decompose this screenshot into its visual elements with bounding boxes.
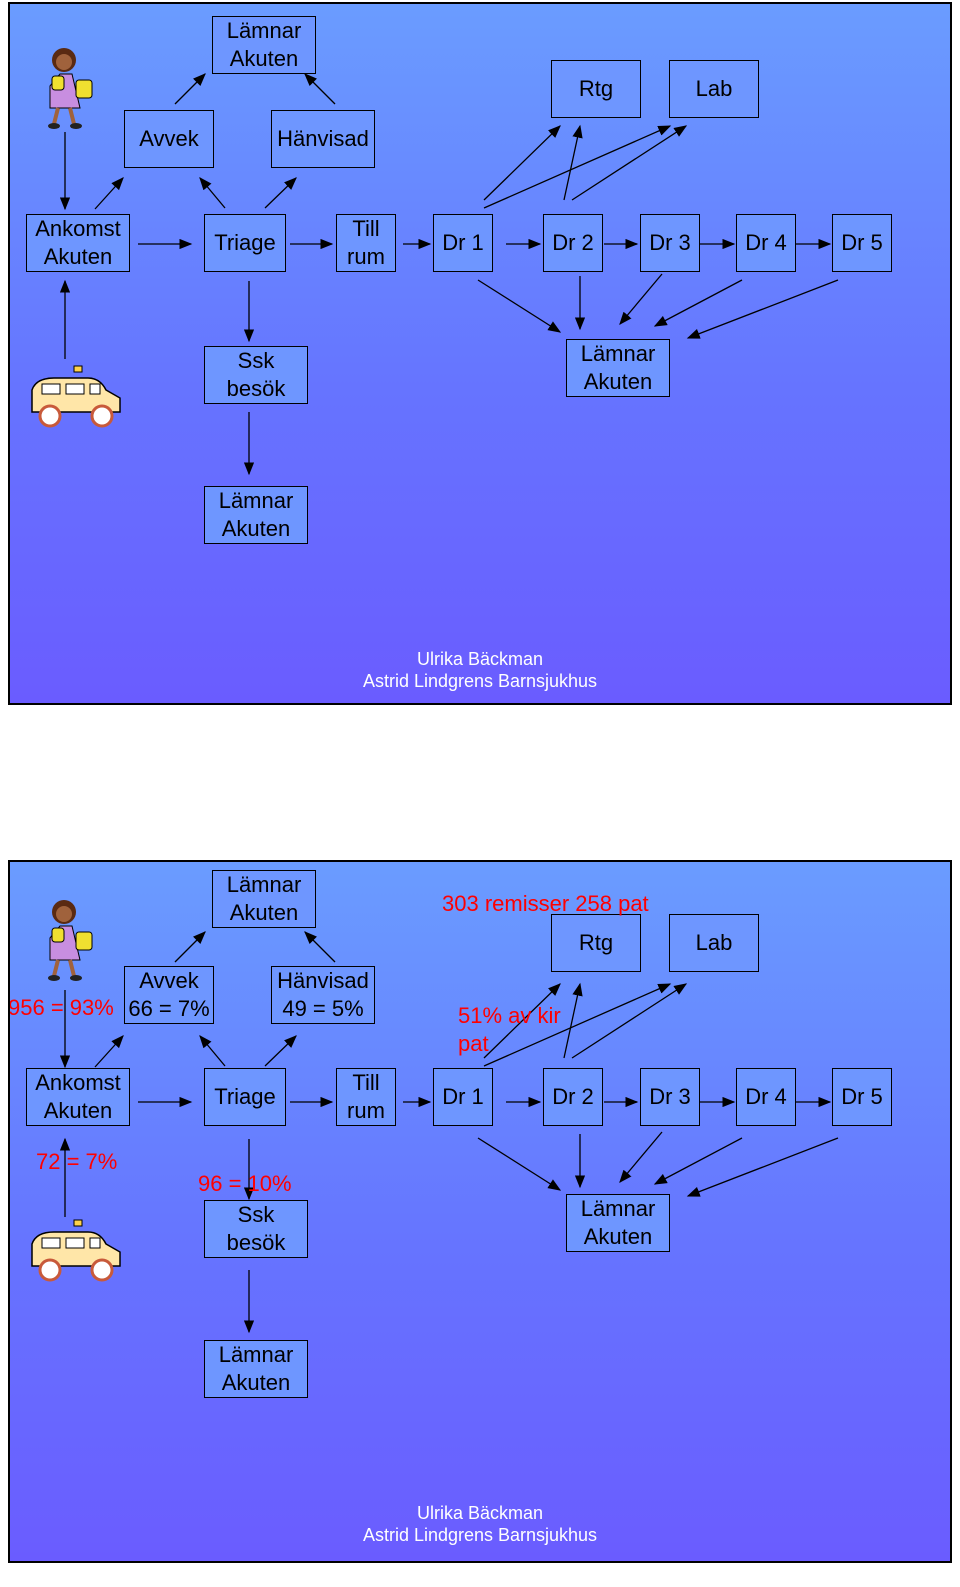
flow-arrows [59,931,839,1334]
box-dr2: Dr 2 [543,214,603,272]
girl-walking-icon [36,46,96,137]
box-till-rum: Till rum [336,214,396,272]
box-ankomst-akuten: Ankomst Akuten [26,214,130,272]
box-lamnar-akuten-mid: Lämnar Akuten [566,1194,670,1252]
box-lamnar-akuten-top: Lämnar Akuten [212,16,316,74]
box-avvek: Avvek 66 = 7% [124,966,214,1024]
box-dr4: Dr 4 [736,214,796,272]
slide-2: Lämnar Akuten Avvek 66 = 7% Hänvisad 49 … [8,860,952,1563]
footer-hospital: Astrid Lindgrens Barnsjukhus [362,1525,598,1545]
annotation-walkin: 956 = 93% [8,995,114,1020]
annotation-remisser: 303 remisser 258 pat [442,891,649,916]
box-avvek: Avvek [124,110,214,168]
box-dr2: Dr 2 [543,1068,603,1126]
slide-1: Lämnar Akuten Avvek Hänvisad Rtg Lab Ank… [8,2,952,705]
box-hanvisad: Hänvisad 49 = 5% [271,966,375,1024]
box-hanvisad: Hänvisad [271,110,375,168]
box-lamnar-akuten-bottom: Lämnar Akuten [204,1340,308,1398]
box-dr1: Dr 1 [433,214,493,272]
box-dr5: Dr 5 [832,1068,892,1126]
box-dr5: Dr 5 [832,214,892,272]
box-ankomst-akuten: Ankomst Akuten [26,1068,130,1126]
box-dr3: Dr 3 [640,1068,700,1126]
box-lab: Lab [669,914,759,972]
box-lamnar-akuten-top: Lämnar Akuten [212,870,316,928]
box-till-rum: Till rum [336,1068,396,1126]
ambulance-icon [26,1214,126,1293]
box-triage: Triage [204,214,286,272]
annotation-ssk: 96 = 10% [198,1171,292,1196]
box-lab: Lab [669,60,759,118]
box-dr1: Dr 1 [433,1068,493,1126]
annotation-kir: 51% av kir pat [458,1003,561,1056]
flow-arrows [59,73,839,476]
box-rtg: Rtg [551,60,641,118]
box-ssk-besok: Ssk besök [204,346,308,404]
box-rtg: Rtg [551,914,641,972]
footer-author: Ulrika Bäckman [416,649,544,669]
box-lamnar-akuten-mid: Lämnar Akuten [566,339,670,397]
footer-hospital: Astrid Lindgrens Barnsjukhus [362,671,598,691]
annotation-ambulance: 72 = 7% [36,1149,118,1174]
box-dr3: Dr 3 [640,214,700,272]
box-triage: Triage [204,1068,286,1126]
box-dr4: Dr 4 [736,1068,796,1126]
box-ssk-besok: Ssk besök [204,1200,308,1258]
girl-walking-icon [36,898,96,989]
footer-author: Ulrika Bäckman [416,1503,544,1523]
box-lamnar-akuten-bottom: Lämnar Akuten [204,486,308,544]
ambulance-icon [26,360,126,439]
